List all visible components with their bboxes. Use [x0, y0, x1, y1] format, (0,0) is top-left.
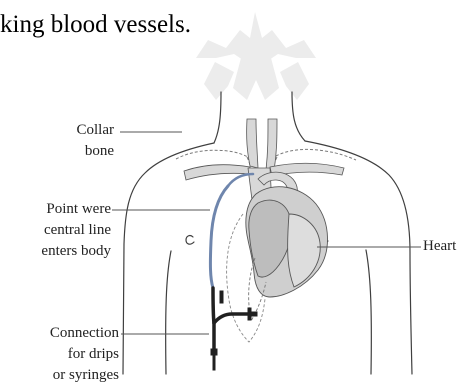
neck-left — [214, 92, 221, 143]
connection-label-line-1: Connection — [0, 323, 119, 344]
caption-text: king blood vessels. — [0, 10, 191, 40]
neck-right — [292, 92, 305, 141]
watermark — [196, 12, 316, 100]
left-collar-bone — [176, 150, 248, 159]
watermark-right-wing — [280, 62, 309, 100]
watermark-crown — [196, 12, 316, 62]
connector-top-clamp — [220, 291, 223, 303]
heart-label: Heart — [423, 236, 469, 257]
entry-point-label-line-1: Point were — [0, 199, 111, 220]
collar-bone-label-line-2: bone — [54, 141, 114, 162]
connection-hardware — [211, 291, 257, 370]
collar-bone-label-line-1: Collar — [54, 120, 114, 141]
left-armpit-line — [166, 251, 171, 374]
connection-left-branch — [214, 314, 249, 323]
right-armpit-line — [366, 250, 371, 374]
connector-side-tip — [251, 312, 257, 316]
connection-label: Connection for drips or syringes — [0, 323, 119, 382]
catheter-inside-body — [210, 186, 228, 288]
connector-bottom-cap — [211, 349, 217, 355]
right-jugular-vein — [266, 119, 277, 171]
left-jugular-vein — [247, 119, 258, 168]
left-nipple — [186, 236, 194, 245]
entry-point-label-line-3: enters body — [0, 241, 111, 262]
connection-label-line-2: for drips — [0, 344, 119, 365]
watermark-left-wing — [204, 62, 234, 100]
entry-point-label-line-2: central line — [0, 220, 111, 241]
torso-left — [123, 143, 214, 374]
watermark-center-wing — [233, 58, 279, 100]
heart — [227, 187, 328, 342]
catheter-external — [213, 288, 214, 351]
collar-bone-label: Collar bone — [54, 120, 114, 162]
connection-label-line-3: or syringes — [0, 365, 119, 382]
central-line — [210, 174, 253, 351]
entry-point-label: Point were central line enters body — [0, 199, 111, 262]
connector-bottom-tip — [213, 355, 215, 370]
